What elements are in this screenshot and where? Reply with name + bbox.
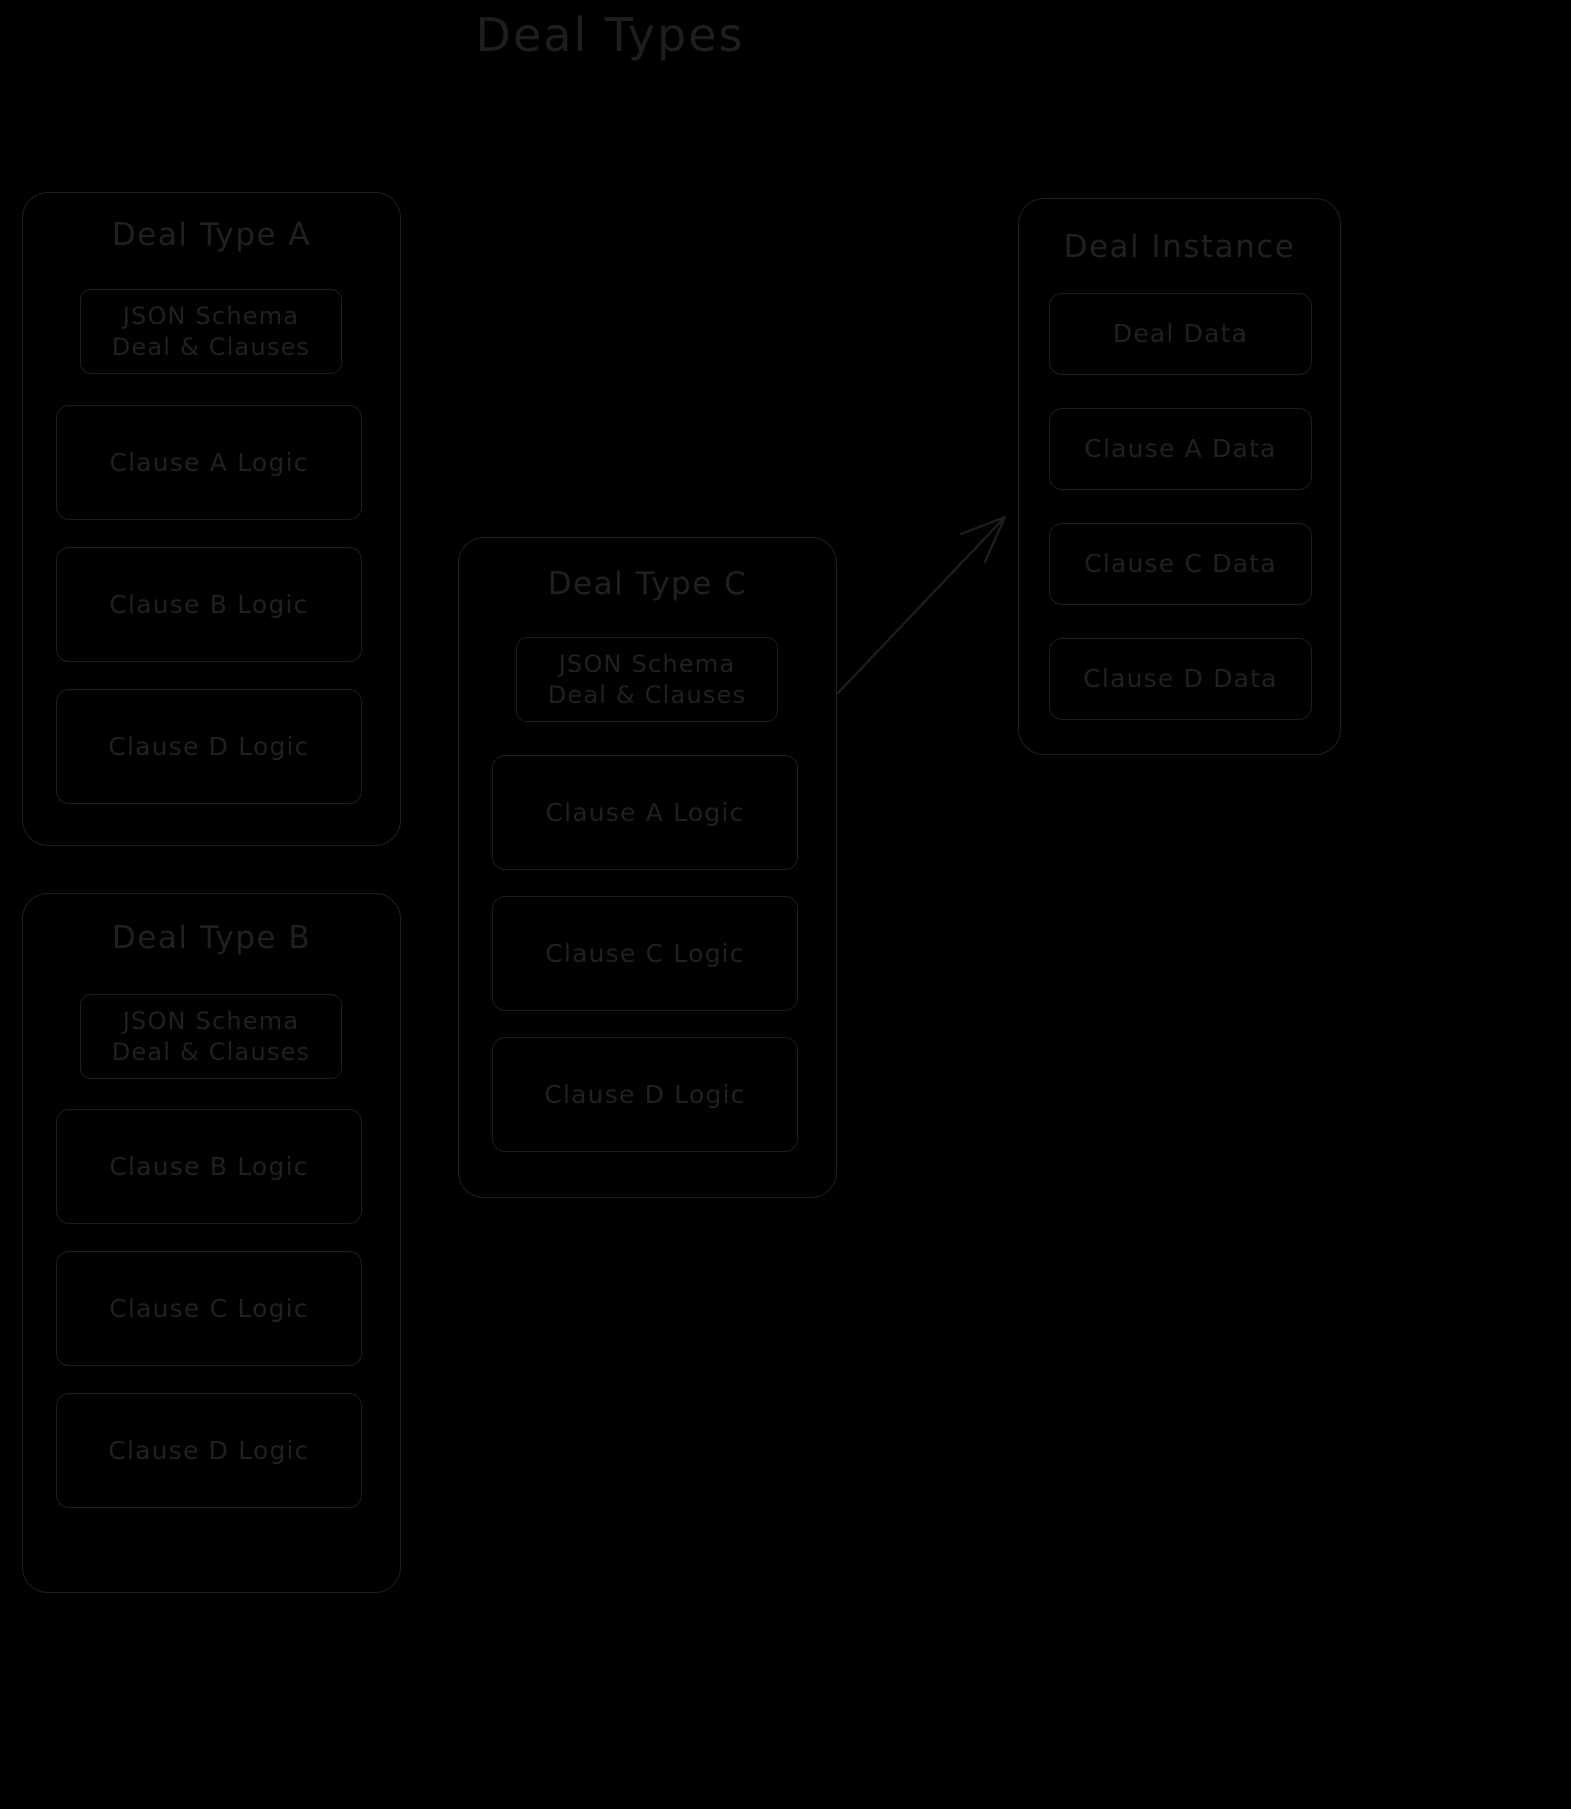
instance-item-clause-a-data[interactable]: Clause A Data [1049,408,1312,490]
schema-box-deal-type-b[interactable]: JSON Schema Deal & Clauses [80,994,342,1079]
schema-box-deal-type-a[interactable]: JSON Schema Deal & Clauses [80,289,342,374]
group-deal-type-b[interactable]: Deal Type B JSON Schema Deal & Clauses C… [22,893,401,1593]
clause-box-a-1[interactable]: Clause B Logic [56,547,362,662]
clause-box-c-0[interactable]: Clause A Logic [492,755,798,870]
clause-box-c-2[interactable]: Clause D Logic [492,1037,798,1152]
instance-item-clause-c-data[interactable]: Clause C Data [1049,523,1312,605]
instance-item-deal-data[interactable]: Deal Data [1049,293,1312,375]
schema-line-2: Deal & Clauses [111,332,311,361]
clause-box-c-1[interactable]: Clause C Logic [492,896,798,1011]
page-title: Deal Types [475,8,745,62]
schema-line-1: JSON Schema [122,301,300,330]
clause-box-a-2[interactable]: Clause D Logic [56,689,362,804]
schema-line-1: JSON Schema [122,1006,300,1035]
group-title-deal-type-a: Deal Type A [111,217,312,253]
group-deal-type-c[interactable]: Deal Type C JSON Schema Deal & Clauses C… [458,537,837,1198]
schema-line-2: Deal & Clauses [547,680,747,709]
group-title-deal-type-b: Deal Type B [111,920,312,956]
group-title-deal-type-c: Deal Type C [547,566,748,602]
schema-box-deal-type-c[interactable]: JSON Schema Deal & Clauses [516,637,778,722]
clause-box-b-1[interactable]: Clause C Logic [56,1251,362,1366]
schema-line-1: JSON Schema [558,649,736,678]
clause-box-b-0[interactable]: Clause B Logic [56,1109,362,1224]
group-deal-type-a[interactable]: Deal Type A JSON Schema Deal & Clauses C… [22,192,401,846]
schema-line-2: Deal & Clauses [111,1037,311,1066]
clause-box-b-2[interactable]: Clause D Logic [56,1393,362,1508]
group-deal-instance[interactable]: Deal Instance Deal Data Clause A Data Cl… [1018,198,1341,755]
clause-box-a-0[interactable]: Clause A Logic [56,405,362,520]
group-title-deal-instance: Deal Instance [1063,229,1296,265]
instance-item-clause-d-data[interactable]: Clause D Data [1049,638,1312,720]
